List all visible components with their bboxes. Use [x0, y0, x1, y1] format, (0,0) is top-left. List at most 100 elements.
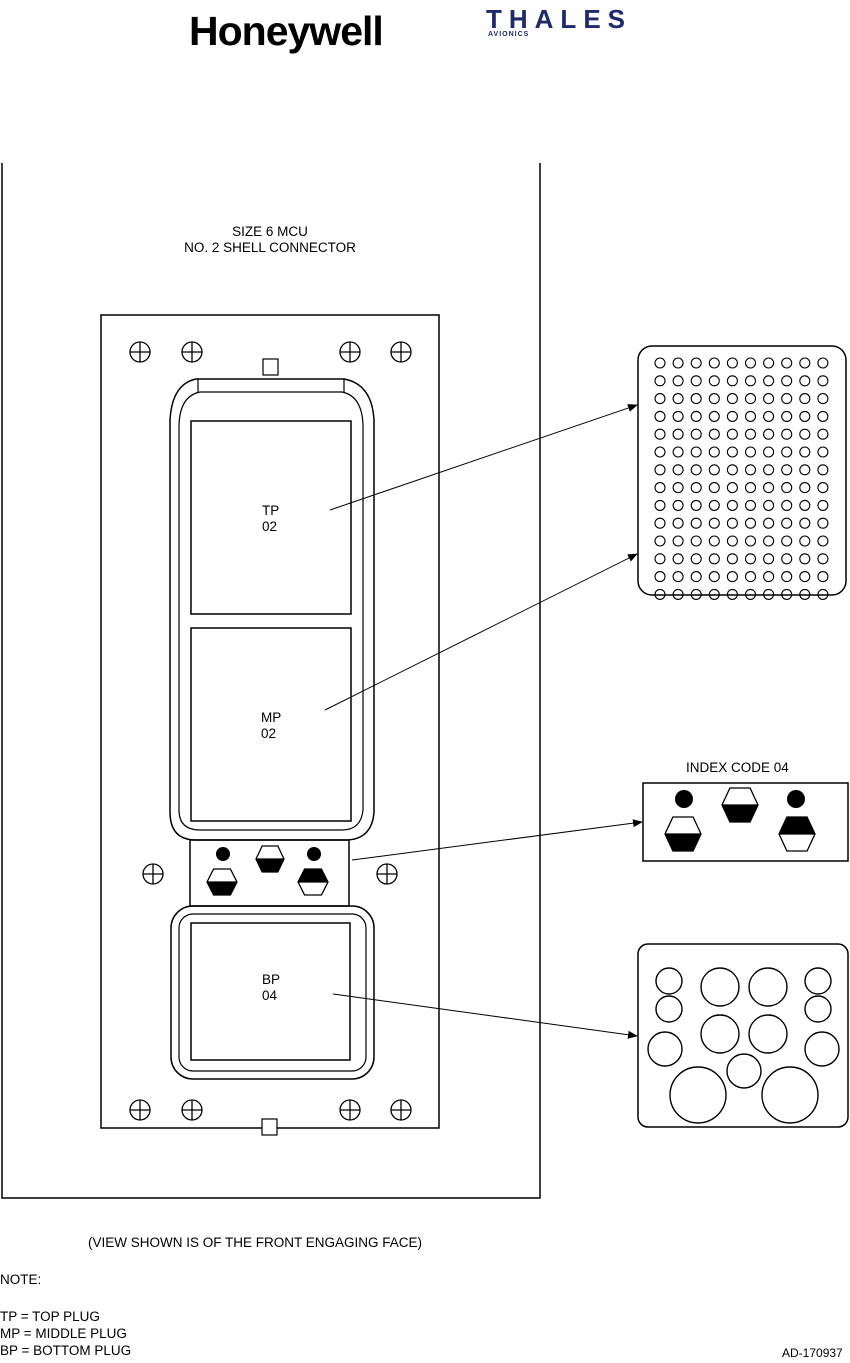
outer-frame [2, 163, 540, 1198]
screw [130, 1100, 150, 1120]
bp-contacts-detail [638, 944, 848, 1127]
index-keys-large [665, 788, 815, 851]
pin [691, 411, 701, 421]
pin [818, 518, 828, 528]
pin [764, 483, 774, 493]
pin [818, 465, 828, 475]
screw [340, 1100, 360, 1120]
pin [782, 429, 792, 439]
screw [182, 1100, 202, 1120]
screw [130, 342, 150, 362]
pin [709, 394, 719, 404]
contact [701, 1015, 739, 1053]
pin [800, 572, 810, 582]
pin [655, 376, 665, 386]
pin [800, 483, 810, 493]
pin [764, 500, 774, 510]
pin [746, 429, 756, 439]
pin [764, 411, 774, 421]
pin [727, 358, 737, 368]
pin [800, 429, 810, 439]
pin [691, 358, 701, 368]
pin [709, 518, 719, 528]
pin [655, 465, 665, 475]
pin [691, 447, 701, 457]
pin [818, 500, 828, 510]
pin [764, 518, 774, 528]
index-dot [307, 847, 321, 861]
pin [818, 429, 828, 439]
pin [746, 554, 756, 564]
contact [670, 1067, 726, 1123]
pin [709, 358, 719, 368]
screw [340, 342, 360, 362]
pin [764, 465, 774, 475]
drawing-id: AD-170937 [782, 1345, 843, 1361]
note-title: NOTE: [0, 1272, 41, 1288]
pin [727, 483, 737, 493]
contact [805, 1032, 839, 1066]
index-dot [787, 790, 805, 808]
pin [746, 483, 756, 493]
index-keys-small [207, 846, 328, 895]
tp-number: 02 [262, 519, 279, 535]
pin [818, 447, 828, 457]
upper-insert-outer [170, 379, 374, 840]
note-item-bp: BP = BOTTOM PLUG [0, 1343, 131, 1359]
pin [673, 376, 683, 386]
mp-number: 02 [261, 726, 281, 742]
pin [782, 554, 792, 564]
pin [727, 447, 737, 457]
pin [818, 572, 828, 582]
contact [727, 1054, 761, 1088]
pin [746, 376, 756, 386]
pin [691, 465, 701, 475]
bottom-key-square [262, 1119, 277, 1135]
pin [782, 572, 792, 582]
pin [800, 411, 810, 421]
pin [818, 483, 828, 493]
pin [673, 394, 683, 404]
pin [727, 411, 737, 421]
pin [782, 358, 792, 368]
screw [377, 864, 397, 884]
pin [764, 394, 774, 404]
pin [691, 554, 701, 564]
pin [746, 447, 756, 457]
note-item-tp: TP = TOP PLUG [0, 1309, 100, 1325]
pin [746, 518, 756, 528]
pin [746, 572, 756, 582]
pin [800, 500, 810, 510]
pin [673, 483, 683, 493]
pin [673, 465, 683, 475]
tp-code: TP [262, 503, 279, 519]
view-caption: (VIEW SHOWN IS OF THE FRONT ENGAGING FAC… [88, 1235, 422, 1251]
index-dot [216, 847, 230, 861]
pin [800, 358, 810, 368]
screw [182, 342, 202, 362]
pin-grid-detail [638, 346, 846, 595]
pin [727, 394, 737, 404]
pin [673, 429, 683, 439]
pin [764, 429, 774, 439]
pin [818, 376, 828, 386]
pin [709, 376, 719, 386]
leader-bp [333, 994, 637, 1036]
pin [673, 500, 683, 510]
pin [709, 536, 719, 546]
pin [800, 447, 810, 457]
pin [691, 483, 701, 493]
pin [673, 536, 683, 546]
pin [800, 394, 810, 404]
pin [800, 465, 810, 475]
pin [800, 518, 810, 528]
pin [800, 554, 810, 564]
pin [709, 483, 719, 493]
pin [709, 447, 719, 457]
index-key-middle [722, 788, 758, 822]
pin [727, 572, 737, 582]
pin [709, 429, 719, 439]
contact [805, 996, 831, 1022]
connector-title: SIZE 6 MCU NO. 2 SHELL CONNECTOR [140, 224, 400, 256]
pin-grid [655, 358, 828, 599]
